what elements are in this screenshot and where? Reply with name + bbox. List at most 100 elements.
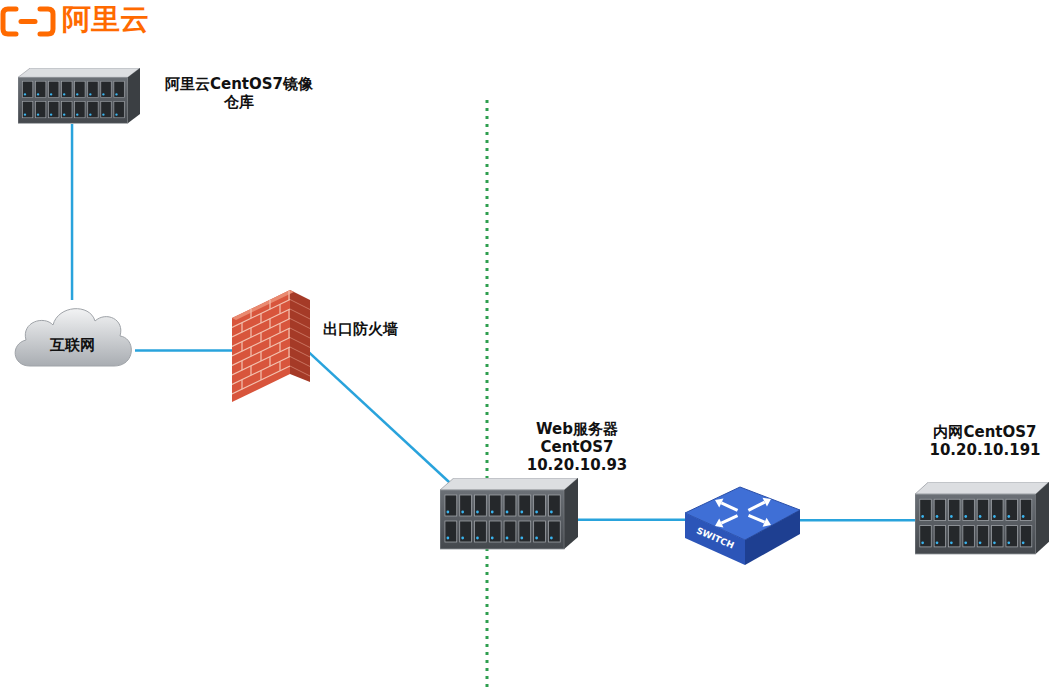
art-part (101, 101, 111, 117)
art-part (290, 347, 310, 357)
art-part (763, 498, 771, 507)
art-part (260, 333, 261, 343)
node-label: Web服务器 CentOS7 10.20.10.93 (521, 420, 633, 474)
art-part (241, 380, 242, 390)
art-part (290, 338, 310, 348)
art-part (964, 541, 967, 544)
art-part (115, 114, 117, 116)
art-part (63, 93, 65, 95)
art-part (279, 361, 280, 371)
art-part (461, 537, 464, 540)
art-part (232, 290, 294, 320)
art-part (62, 81, 72, 97)
node-label: 阿里云CentOS7镜像 仓库 (158, 75, 320, 111)
art-part (290, 309, 310, 319)
art-part (749, 515, 765, 522)
art-part (88, 101, 98, 117)
art-part (35, 81, 45, 97)
art-part (993, 541, 996, 544)
art-part (475, 495, 487, 516)
art-part (964, 515, 967, 518)
server-icon: 内网CentOS7 10.20.10.191 (915, 482, 1049, 555)
internet-cloud: 互联网 (10, 300, 135, 372)
art-part (232, 366, 290, 394)
art-part (89, 93, 91, 95)
art-part (76, 114, 78, 116)
art-part (519, 521, 531, 542)
art-part (75, 101, 85, 117)
art-part (963, 526, 974, 547)
art-part (50, 114, 52, 116)
art-part (88, 81, 98, 97)
art-part (993, 515, 996, 518)
art-part (37, 93, 39, 95)
art-part (949, 499, 960, 520)
art-part (24, 114, 26, 116)
art-part (920, 526, 931, 547)
art-part (447, 537, 450, 540)
art-part (534, 495, 546, 516)
art-part (22, 81, 32, 97)
network-link (795, 519, 915, 522)
art-part (950, 515, 953, 518)
art-part (49, 81, 59, 97)
art-part (290, 319, 310, 329)
art-part (445, 495, 457, 516)
art-part (290, 300, 310, 310)
art-part (269, 319, 270, 329)
art-part (992, 499, 1003, 520)
art-part (921, 541, 924, 544)
art-part (721, 516, 737, 524)
art-part (715, 519, 723, 528)
art-part (977, 499, 988, 520)
node-label: 内网CentOS7 10.20.10.191 (923, 423, 1047, 459)
art-part (49, 101, 59, 117)
art-part (1022, 541, 1025, 544)
art-part (1006, 526, 1017, 547)
art-part (18, 77, 128, 123)
art-part (269, 300, 270, 310)
art-part (35, 101, 45, 117)
art-part (250, 328, 251, 338)
art-part (934, 526, 945, 547)
node-label: 出口防火墙 (323, 320, 433, 338)
art-part (260, 352, 261, 362)
art-part (548, 521, 560, 542)
art-part (934, 499, 945, 520)
art-part (75, 81, 85, 97)
art-part (288, 309, 289, 319)
art-part (721, 503, 737, 511)
art-part (37, 114, 39, 116)
art-part (1022, 515, 1025, 518)
firewall-icon: 出口防火墙 (232, 288, 312, 402)
aliyun-logo-icon (3, 9, 53, 34)
art-part (460, 495, 472, 516)
art-part (290, 328, 310, 338)
art-part (288, 347, 289, 357)
logo-bracket (3, 9, 16, 34)
art-part (460, 521, 472, 542)
art-part (1007, 541, 1010, 544)
art-part (288, 290, 289, 300)
art-part (440, 490, 564, 549)
art-part (963, 499, 974, 520)
art-part (506, 511, 509, 514)
art-part (748, 502, 764, 510)
art-part (535, 537, 538, 540)
art-part (22, 101, 32, 117)
art-part (915, 494, 1036, 554)
server-icon-art (915, 482, 1049, 555)
art-part (548, 495, 560, 516)
art-part (102, 114, 104, 116)
art-part (1006, 499, 1017, 520)
server-icon-art (440, 478, 578, 550)
art-part (550, 511, 553, 514)
art-part (241, 361, 242, 371)
art-part (550, 537, 553, 540)
art-part (1020, 526, 1031, 547)
art-part (476, 537, 479, 540)
art-part (288, 328, 289, 338)
art-part (489, 521, 501, 542)
